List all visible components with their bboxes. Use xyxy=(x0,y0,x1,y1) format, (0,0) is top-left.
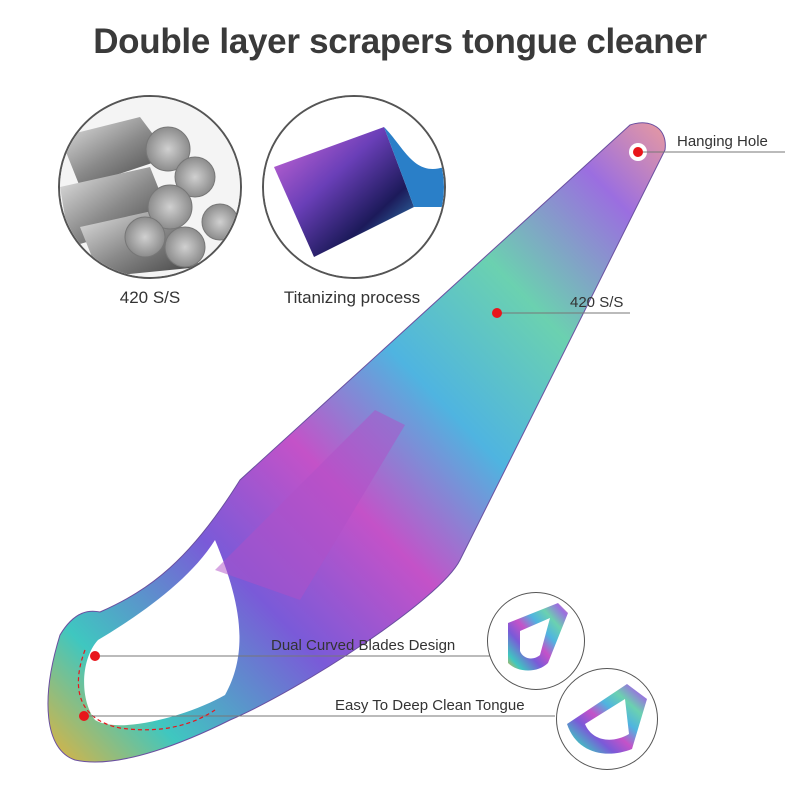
callout-blades: Dual Curved Blades Design xyxy=(271,637,456,654)
steel-rods-image xyxy=(58,95,242,279)
clean-detail-image xyxy=(556,668,658,770)
callout-material: 420 S/S xyxy=(570,294,624,311)
blades-detail-image xyxy=(487,592,585,690)
titanized-sheet-image xyxy=(262,95,446,279)
scraper-loop-opening xyxy=(84,540,240,726)
feature-caption-steel: 420 S/S xyxy=(119,288,181,307)
page-title: Double layer scrapers tongue cleaner xyxy=(93,22,707,61)
handle-recess xyxy=(215,410,405,600)
steel-rods-icon xyxy=(60,97,240,277)
feature-caption-titanizing: Titanizing process xyxy=(283,288,421,307)
callout-clean: Easy To Deep Clean Tongue xyxy=(335,697,525,714)
callout-hanging-hole: Hanging Hole xyxy=(677,133,768,150)
titanized-sheet-icon xyxy=(264,97,444,277)
